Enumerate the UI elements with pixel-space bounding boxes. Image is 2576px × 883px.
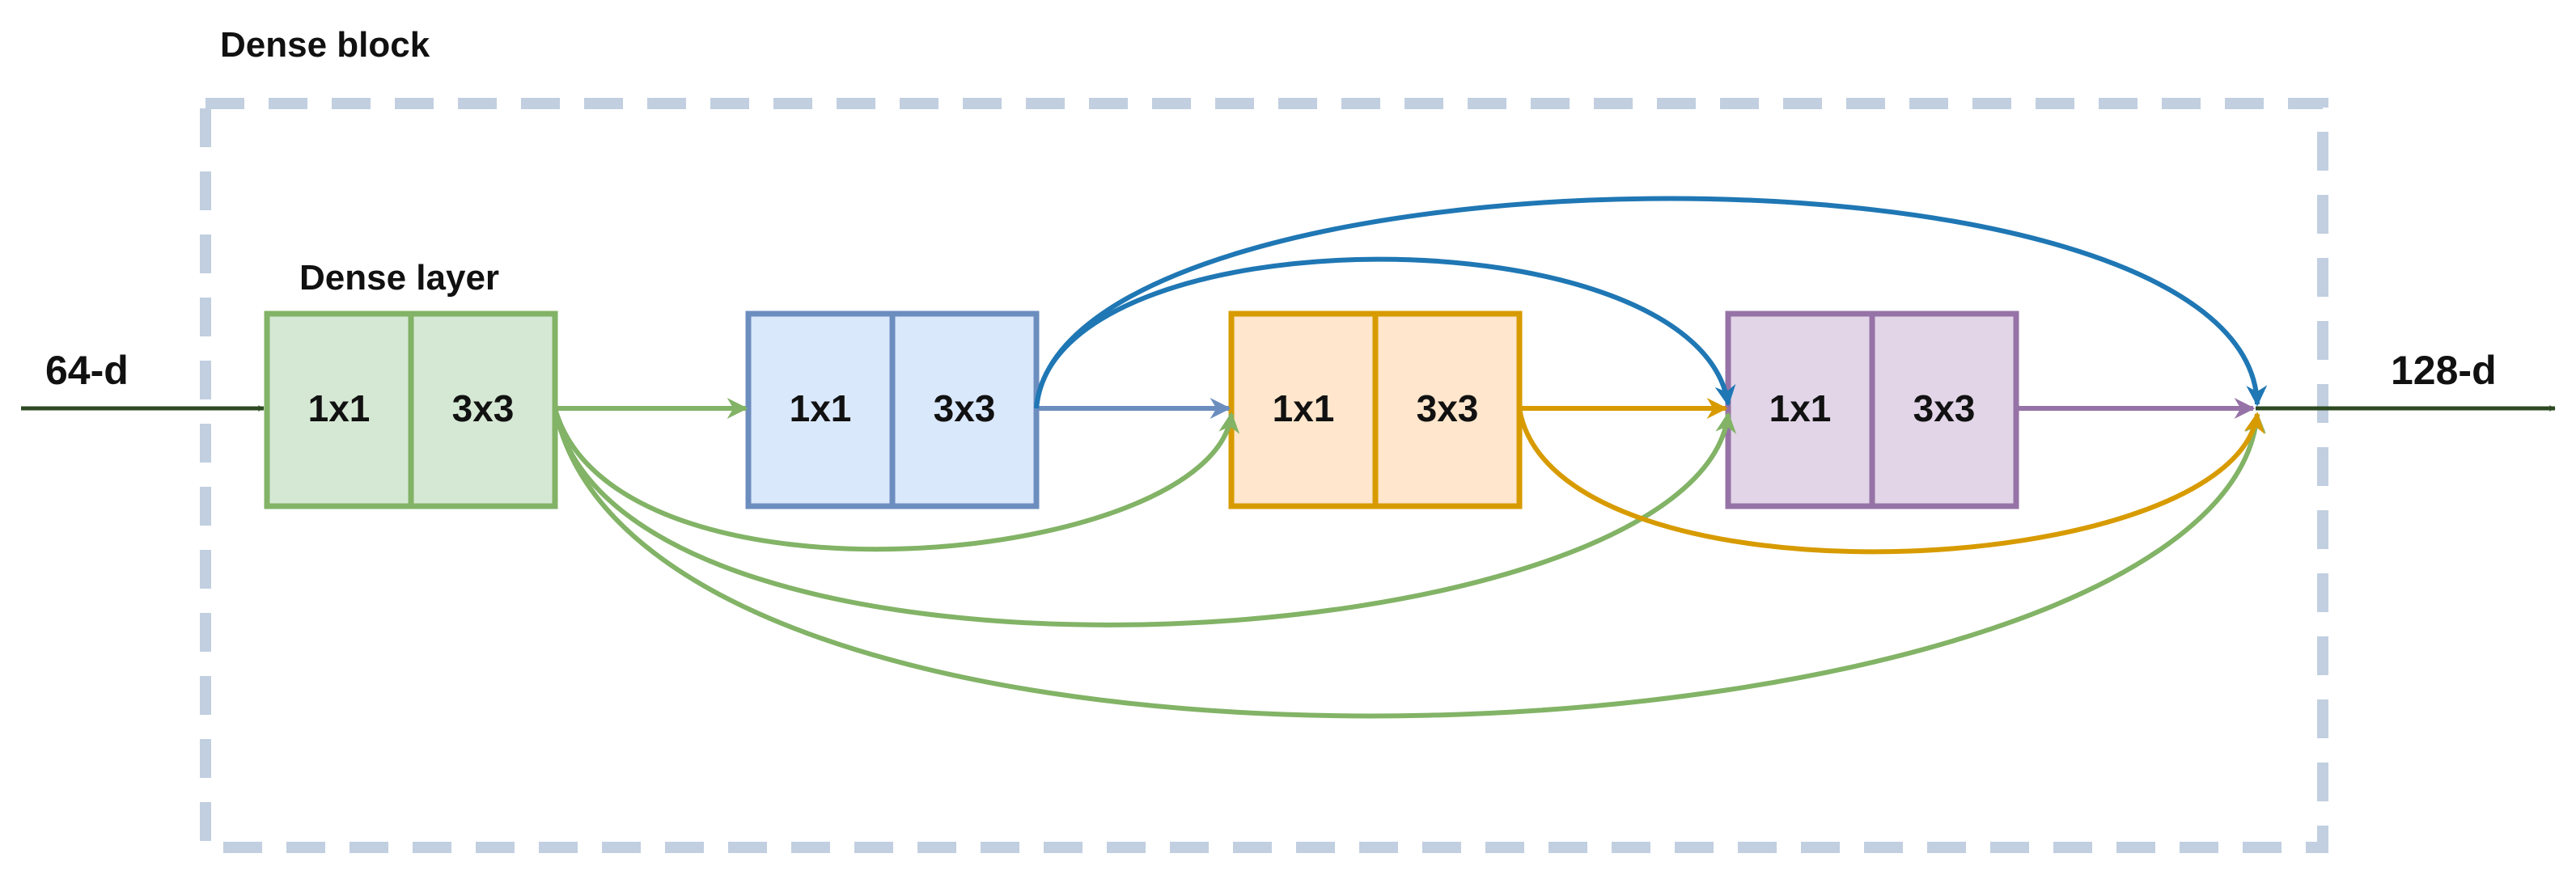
layer-4-cell-1x1: [1725, 311, 1875, 509]
dense-layer-4: 1x1 3x3: [1725, 311, 2019, 509]
layer-2-cell-1x1: [745, 311, 896, 509]
layer-4-cell-label: 1x1: [1769, 387, 1832, 429]
input-label: 64-d: [45, 348, 129, 393]
dense-layer-3: 1x1 3x3: [1228, 311, 1523, 509]
layer-3-cell-label: 3x3: [1417, 387, 1479, 429]
layer-2-cell-label: 1x1: [790, 387, 852, 429]
dense-layer-1: 1x1 3x3: [264, 311, 558, 509]
layer-1-cell-label: 1x1: [308, 387, 371, 429]
layer-2-cell-label: 3x3: [934, 387, 996, 429]
dense-block-title: Dense block: [220, 25, 430, 65]
dense-layer-2: 1x1 3x3: [745, 311, 1040, 509]
skip-layer1-to-output: [553, 408, 2266, 719]
skip-layer2-to-output: [1034, 196, 2268, 409]
dense-layers: 1x1 3x3 1x1 3x3 1x1 3x3 1x1 3x3: [264, 311, 2019, 509]
layer-3-cell-label: 1x1: [1273, 387, 1335, 429]
output-label: 128-d: [2391, 348, 2497, 393]
skip-layer1-to-layer3: [553, 408, 1240, 552]
skip-layer3-to-output: [1517, 408, 2265, 555]
dense-block-border: [200, 98, 2328, 853]
layer-2-cell-3x3: [889, 311, 1040, 509]
layer-3-cell-1x1: [1228, 311, 1379, 509]
layer-1-cell-label: 3x3: [452, 387, 515, 429]
dense-connections: [553, 196, 2268, 719]
dense-layer-title: Dense layer: [299, 258, 499, 298]
skip-layer1-to-layer4: [553, 408, 1737, 627]
layer-4-cell-label: 3x3: [1913, 387, 1976, 429]
